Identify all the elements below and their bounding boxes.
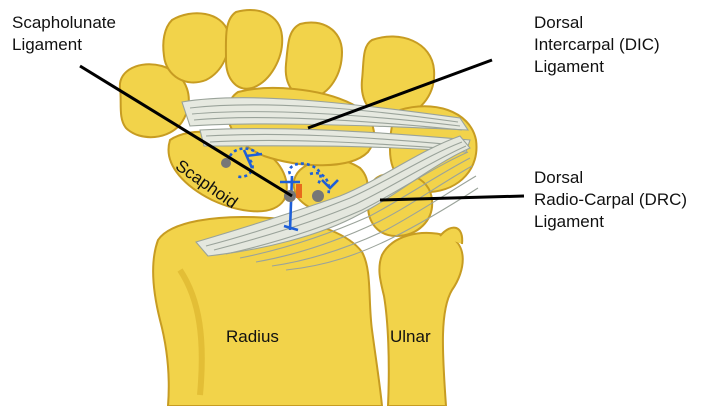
implant-accent xyxy=(296,184,302,198)
screw-dot-3 xyxy=(312,190,324,202)
label-ulnar: Ulnar xyxy=(390,327,431,347)
label-scapholunate-ligament: Scapholunate Ligament xyxy=(12,12,116,56)
label-radius: Radius xyxy=(226,327,279,347)
label-drc-ligament: Dorsal Radio-Carpal (DRC) Ligament xyxy=(534,167,687,233)
ulna-bone xyxy=(379,233,462,406)
metacarpal-1 xyxy=(163,13,229,82)
label-dic-ligament: Dorsal Intercarpal (DIC) Ligament xyxy=(534,12,660,78)
metacarpal-2 xyxy=(226,10,282,89)
screw-dot-1 xyxy=(221,158,231,168)
metacarpal-3 xyxy=(286,22,342,98)
